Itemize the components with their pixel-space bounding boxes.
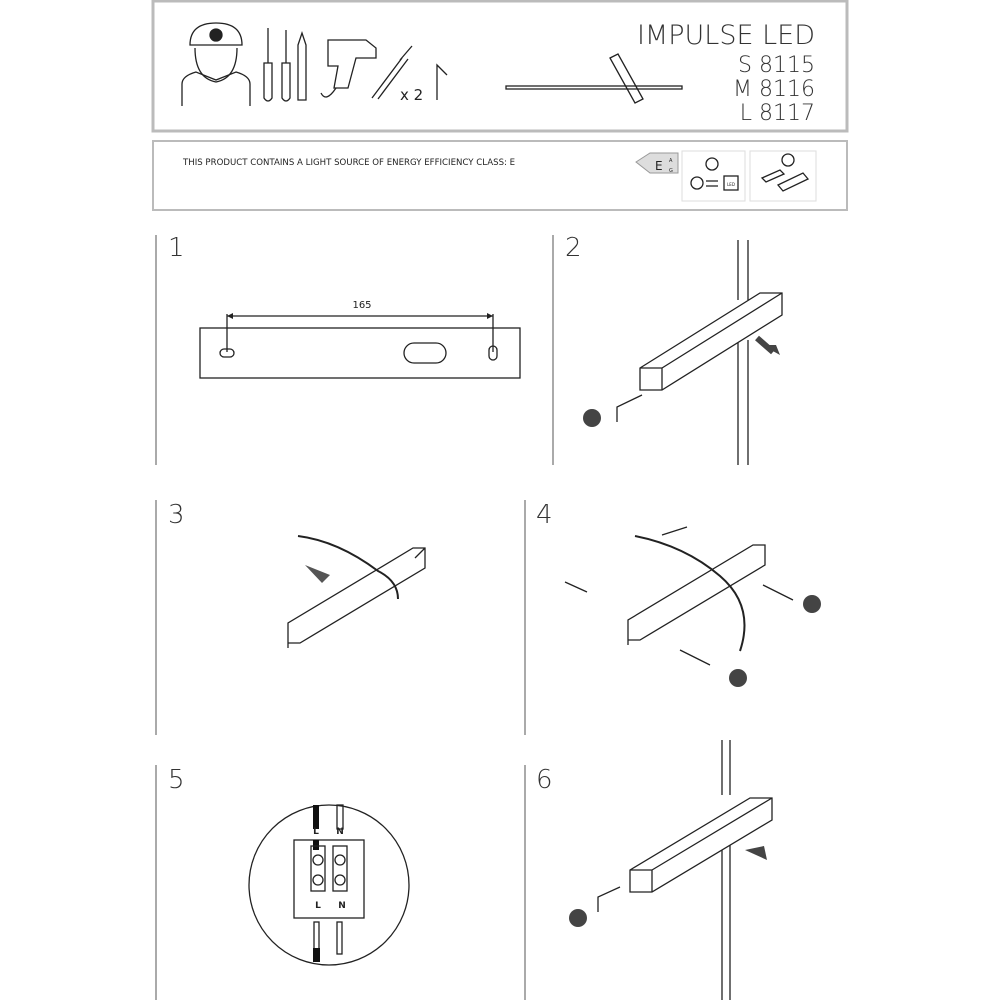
step-2-mount [583,240,783,465]
pencil-icon [297,30,307,101]
model-m: M 8116 [733,77,815,102]
replaceable-led-icon: LED [681,150,746,202]
dimension-label: 165 [352,300,371,311]
step-3-cable [287,535,426,648]
model-s: S 8115 [738,53,815,78]
led-label: LED [727,182,735,187]
step-4-fix [564,526,821,687]
energy-notice: THIS PRODUCT CONTAINS A LIGHT SOURCE OF … [182,158,515,168]
header-panel: x 2 IMPULSE LED S 8115 M 8116 L 8117 [151,0,849,133]
model-l: L 8117 [740,101,815,126]
scale-top: A [669,158,673,164]
energy-label-icon: E A G [635,152,679,174]
driver-replacement-icon [749,150,817,202]
step-number-2: 2 [565,233,582,263]
lamp-illustration [505,53,683,104]
wall-plug-icon [371,45,413,100]
screwdriver-icon [263,28,291,102]
terminal-label-n: N [338,901,346,911]
step-number-3: 3 [168,500,185,530]
energy-panel: THIS PRODUCT CONTAINS A LIGHT SOURCE OF … [152,140,848,211]
allen-key-icon [436,63,448,100]
quantity-label: x 2 [400,86,423,104]
energy-class: E [655,159,663,173]
step-6-assemble [569,740,773,1000]
step-number-1: 1 [168,233,185,263]
step-dividers [155,235,554,1000]
terminal-label-l: L [315,901,321,911]
terminal-label-l-top: L [313,827,319,837]
step-1-bracket: 165 [199,300,521,379]
step-number-5: 5 [168,765,185,795]
drill-icon [320,39,377,98]
step-number-6: 6 [536,765,553,795]
terminal-label-n-top: N [336,827,344,837]
scale-bottom: G [669,168,673,174]
step-number-4: 4 [536,500,553,530]
product-name: IMPULSE LED [637,20,815,51]
step-5-wiring-diagram: L N L N [248,804,410,966]
electrician-icon [181,22,251,106]
